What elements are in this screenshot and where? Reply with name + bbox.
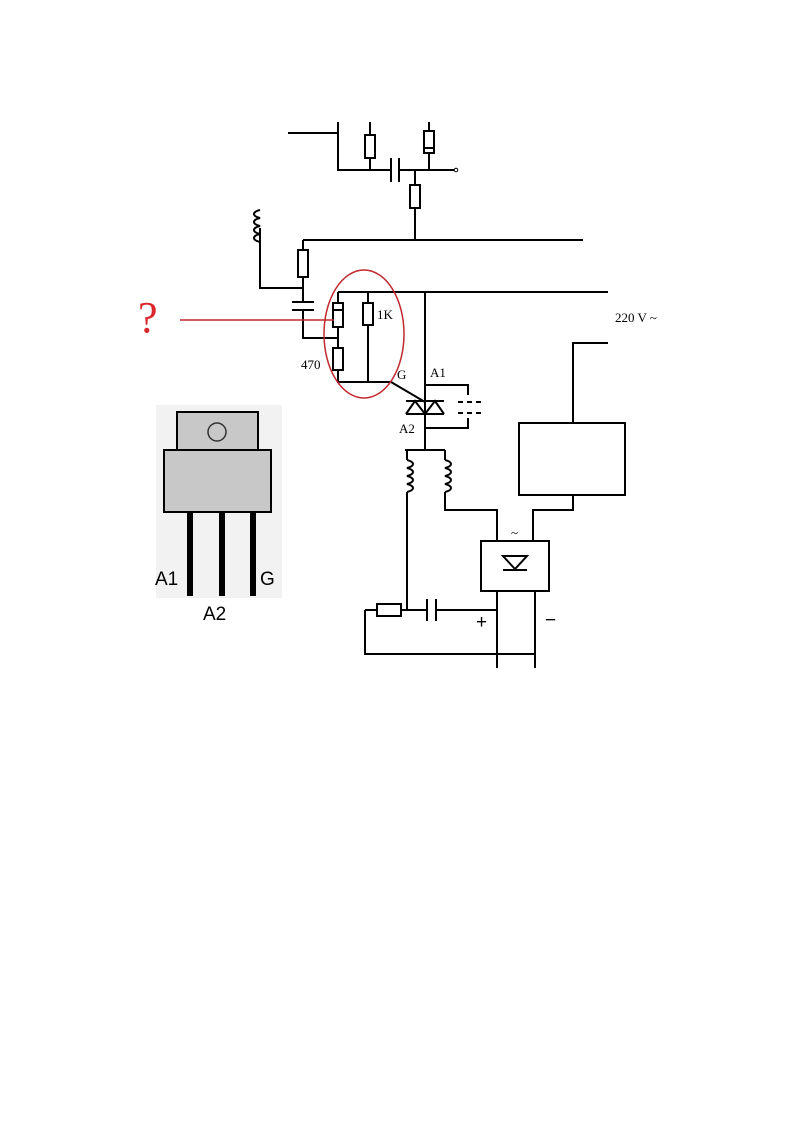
capacitor [426, 599, 437, 621]
inductor [253, 209, 261, 243]
resistor [409, 184, 421, 209]
pin-a1-label: A1 [155, 569, 178, 590]
coupling-capacitor [390, 158, 400, 182]
plus-label: + [476, 612, 487, 633]
mains-label: 220 V ~ [615, 310, 657, 325]
load-and-rectifier: 220 V ~ ~ + − [364, 310, 657, 668]
resistor [376, 603, 402, 617]
load-box [518, 422, 626, 496]
a1-label: A1 [430, 365, 446, 380]
resistor [364, 134, 376, 159]
resistor [297, 249, 309, 278]
top-input-network [288, 122, 583, 241]
pin-a2-label: A2 [203, 604, 226, 625]
resistor-470 [332, 347, 344, 371]
resistor-adjustable [423, 130, 435, 154]
question-mark: ? [138, 293, 158, 342]
inductor-right [444, 459, 452, 493]
gate-network: 1K 470 G [253, 209, 608, 403]
bridge-rectifier [480, 540, 550, 592]
gate-label: G [397, 367, 406, 382]
resistor-1k [362, 302, 374, 326]
inductor-left [406, 459, 414, 493]
a2-label: A2 [399, 421, 415, 436]
snubber-capacitor-dashed [458, 401, 484, 414]
diode-symbol [500, 555, 530, 571]
resistor-1k-label: 1K [377, 307, 394, 322]
minus-label: − [545, 610, 556, 631]
highlight-ellipse [323, 269, 405, 399]
resistor-unknown [332, 302, 344, 328]
capacitor [292, 301, 314, 311]
pin-g-label: G [260, 569, 275, 590]
triac: A1 A2 [399, 292, 484, 450]
bridge-ac-label: ~ [511, 525, 518, 540]
triac-package-illustration: A1 G A2 [155, 405, 282, 625]
resistor-470-label: 470 [301, 357, 321, 372]
